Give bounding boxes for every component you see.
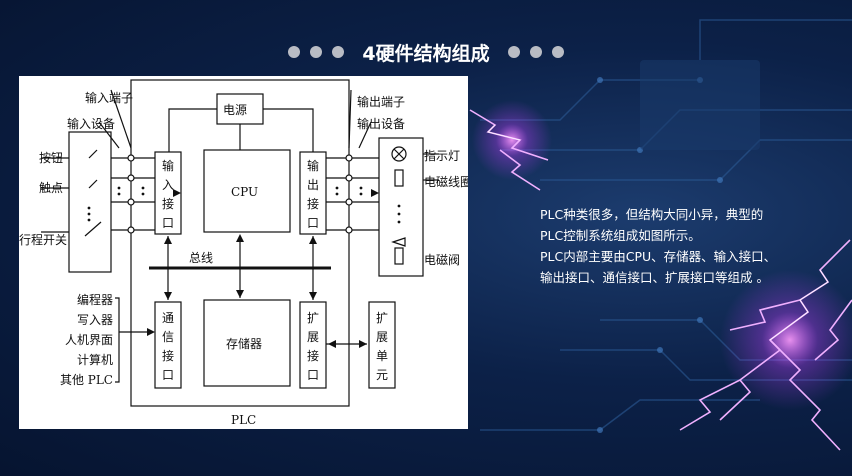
title-dot-right-1 <box>507 46 520 58</box>
title-dot-left-2 <box>310 46 323 58</box>
output-interface-char: 口 <box>307 216 319 230</box>
output-device-label: 输出设备 <box>357 116 405 131</box>
comm-interface-char: 口 <box>162 368 174 382</box>
memory-label: 存储器 <box>226 336 262 351</box>
plc-label: PLC <box>231 413 256 427</box>
cpu-label: CPU <box>231 185 258 199</box>
input-interface-char: 入 <box>162 178 174 192</box>
power-label: 电源 <box>223 103 247 117</box>
title-dot-right-2 <box>529 46 542 58</box>
cpu-box <box>203 149 291 233</box>
title-dot-right-3 <box>551 46 564 58</box>
title-dot-left-1 <box>288 46 301 58</box>
plc-diagram-card: 输入端子 输入设备 输出端子 输出设备 电源 CPU 存储器 总线 PLC 输 … <box>19 76 468 429</box>
input-item-label: 触点 <box>39 181 63 195</box>
plc-frame <box>130 79 350 407</box>
expansion-interface-char: 接 <box>307 348 319 363</box>
input-interface-char: 接 <box>162 196 174 211</box>
description-paragraph: PLC种类很多，但结构大同小异，典型的PLC控制系统组成如图所示。 <box>540 207 764 243</box>
output-item-label: 电磁阀 <box>424 252 460 267</box>
expansion-interface-box <box>299 301 327 389</box>
description-paragraph: PLC内部主要由CPU、存储器、输入接口、输出接口、通信接口、扩展接口等组成 。 <box>540 249 777 285</box>
valve-symbol <box>394 247 404 265</box>
comm-interface-char: 接 <box>162 348 174 363</box>
comm-device-label: 其他 PLC <box>60 373 113 387</box>
slide-title: 4硬件结构组成 <box>362 42 490 65</box>
output-interface-char: 出 <box>307 178 319 192</box>
input-device-label: 输入设备 <box>67 116 115 131</box>
input-item-label: 按钮 <box>39 150 63 165</box>
title-bar: 4硬件结构组成 <box>0 36 852 68</box>
input-interface-char: 口 <box>162 216 174 230</box>
output-interface-char: 接 <box>307 196 319 211</box>
lightning-glow-top <box>472 100 552 180</box>
input-terminal-label: 输入端子 <box>85 90 133 105</box>
comm-device-label: 写入器 <box>77 313 113 327</box>
lamp-symbol <box>391 146 407 162</box>
expansion-unit-box <box>368 301 396 389</box>
comm-interface-box <box>154 301 182 389</box>
comm-interface-char: 通 <box>162 311 174 325</box>
comm-device-label: 人机界面 <box>65 333 113 347</box>
output-item-label: 指示灯 <box>424 148 460 163</box>
expansion-unit-char: 单 <box>376 349 388 363</box>
description-text: PLC种类很多，但结构大同小异，典型的PLC控制系统组成如图所示。 PLC内部主… <box>540 204 780 288</box>
output-device-box <box>378 137 424 277</box>
coil-symbol <box>394 169 404 187</box>
input-item-label: 行程开关 <box>19 232 67 247</box>
expansion-unit-char: 展 <box>376 330 388 344</box>
comm-interface-char: 信 <box>162 330 174 344</box>
memory-box <box>203 299 291 387</box>
comm-device-label: 编程器 <box>77 292 113 307</box>
input-interface-char: 输 <box>162 158 174 173</box>
chip-shape <box>640 60 760 150</box>
bus-label: 总线 <box>189 251 213 265</box>
expansion-interface-char: 展 <box>307 330 319 344</box>
expansion-unit-char: 元 <box>376 368 388 382</box>
lightning-glow-bottom <box>720 270 852 410</box>
plc-structure-diagram: 输入端子 输入设备 输出端子 输出设备 电源 CPU 存储器 总线 PLC 输 … <box>19 79 468 427</box>
expansion-interface-char: 扩 <box>307 311 319 325</box>
expansion-unit-char: 扩 <box>376 311 388 325</box>
output-item-label: 电磁线圈 <box>424 174 468 189</box>
output-interface-char: 输 <box>307 158 319 173</box>
title-dot-left-3 <box>332 46 345 58</box>
output-terminal-label: 输出端子 <box>357 94 405 109</box>
expansion-interface-char: 口 <box>307 368 319 382</box>
input-device-box <box>68 131 112 273</box>
comm-device-label: 计算机 <box>77 352 113 367</box>
